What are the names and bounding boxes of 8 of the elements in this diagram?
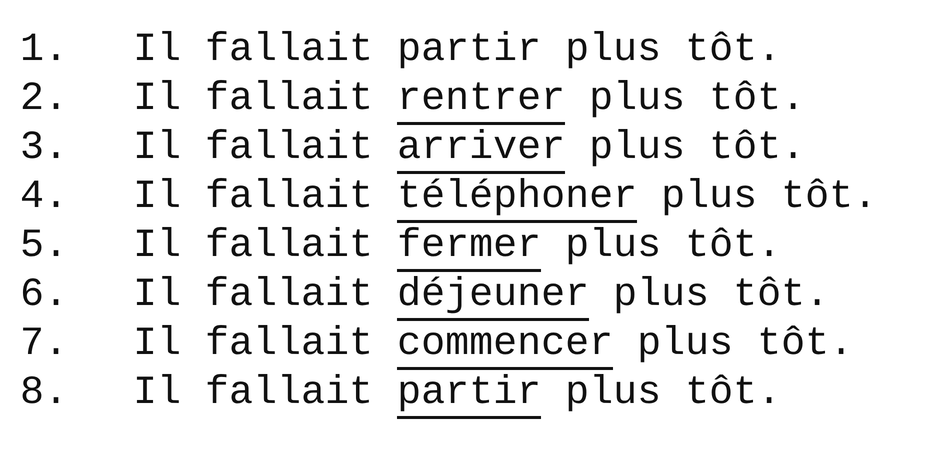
- sentence: 3. Il fallait arriver plus tôt.: [20, 124, 806, 173]
- sentence: 4. Il fallait téléphoner plus tôt.: [20, 173, 878, 222]
- sentence: 2. Il fallait rentrer plus tôt.: [20, 75, 806, 124]
- sentence: 6. Il fallait déjeuner plus tôt.: [20, 271, 830, 320]
- sentence: 5. Il fallait fermer plus tôt.: [20, 222, 782, 271]
- sentence: 7. Il fallait commencer plus tôt.: [20, 320, 854, 369]
- sentence: 1. Il fallait partir plus tôt.: [20, 27, 782, 75]
- sentence: 8. Il fallait partir plus tôt.: [20, 369, 782, 418]
